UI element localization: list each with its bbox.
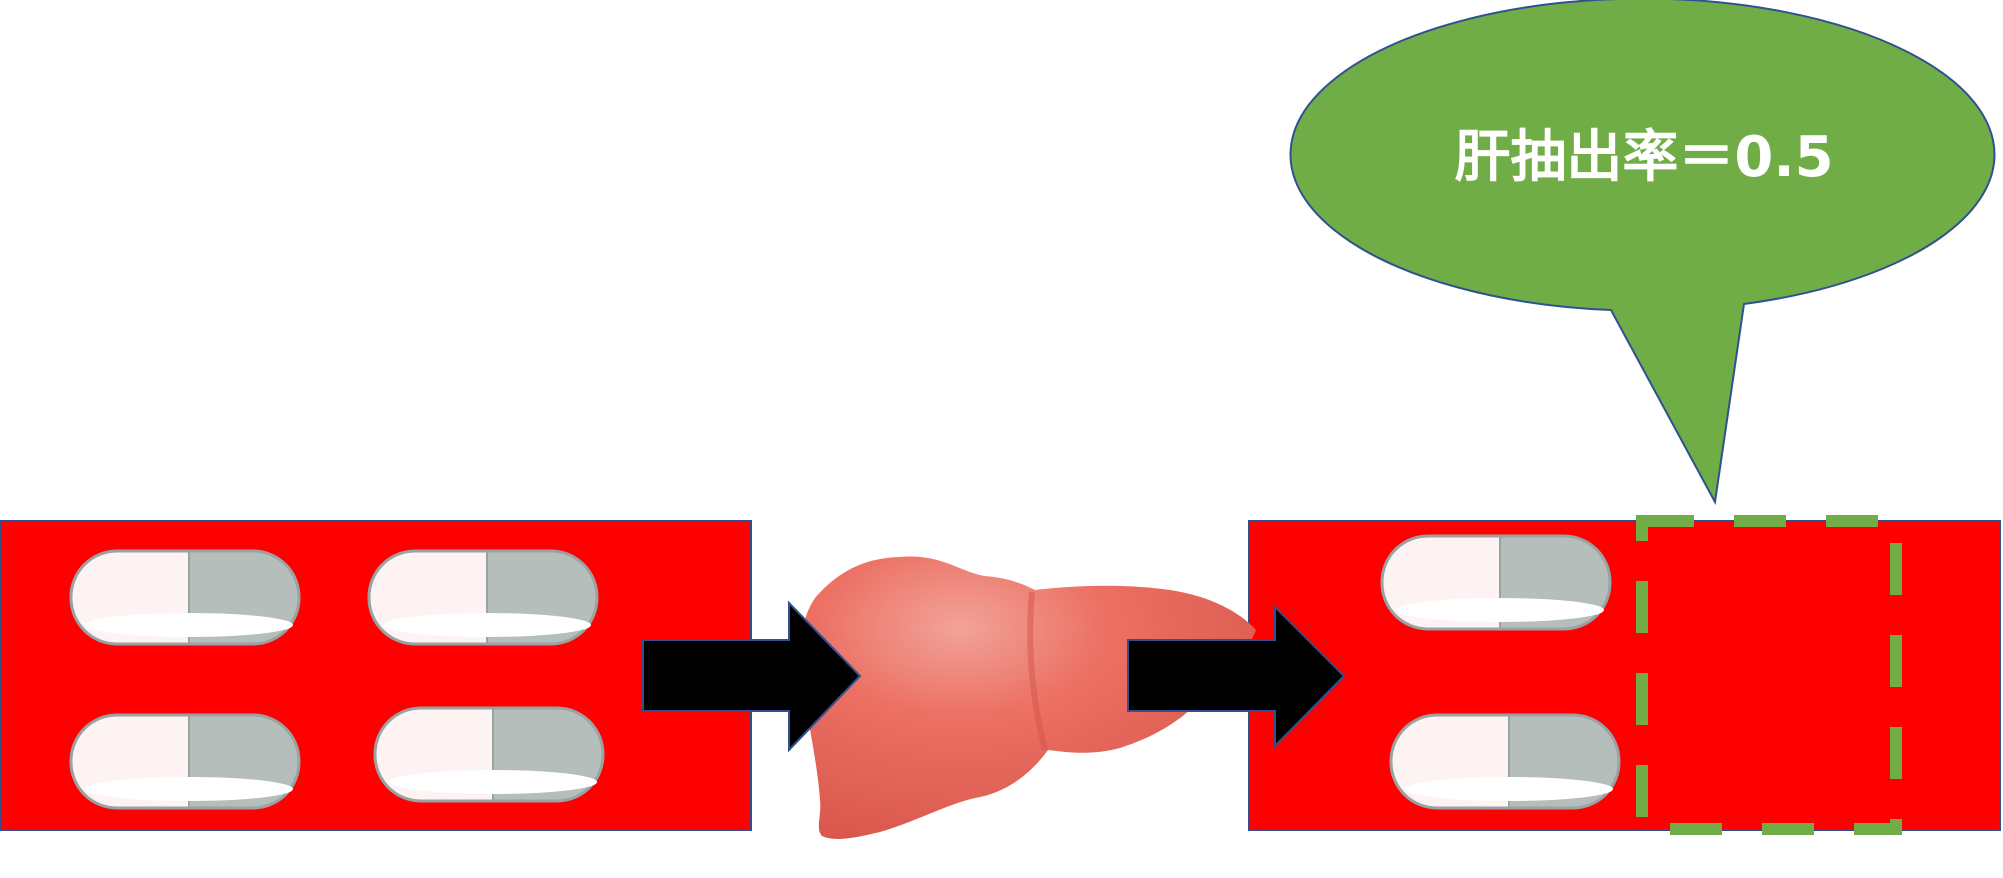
flow-arrow-out-of-liver — [1127, 604, 1346, 749]
capsule-icon — [373, 706, 605, 803]
capsule-icon — [367, 549, 599, 646]
flow-arrow-into-liver — [642, 600, 862, 753]
capsule-icon — [1389, 713, 1621, 810]
liver-lobe-divider — [1027, 591, 1048, 751]
extracted-region-outline — [1636, 515, 1902, 835]
blood-vessel-after-liver — [1248, 520, 2001, 831]
capsule-icon — [69, 713, 301, 810]
liver-illustration — [800, 556, 1256, 839]
capsule-icon — [1380, 534, 1612, 631]
speech-bubble — [1289, 0, 1996, 506]
hepatic-extraction-ratio-label: 肝抽出率＝0.5 — [1454, 125, 1833, 190]
capsule-icon — [69, 549, 301, 646]
